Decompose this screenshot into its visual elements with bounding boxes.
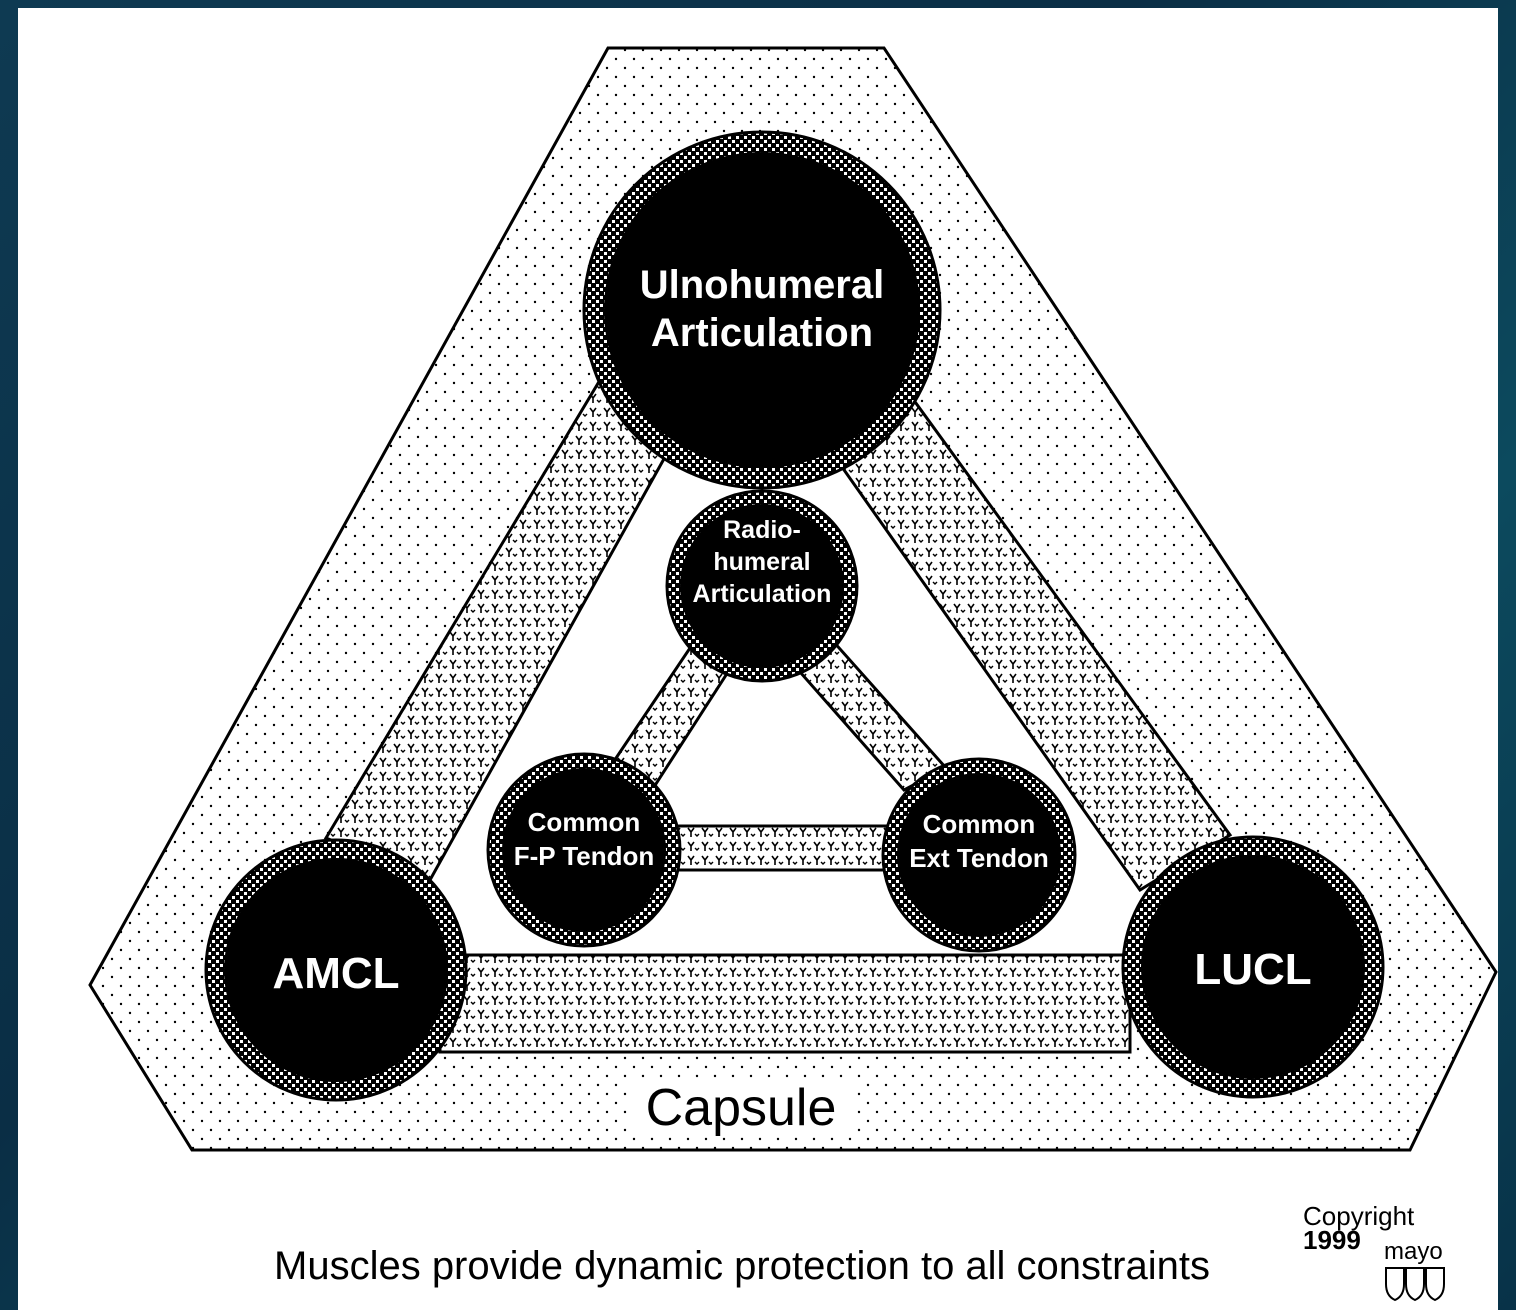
node-radiohumeral: Radio- humeral Articulation	[665, 489, 859, 683]
ulnohumeral-label-line2: Articulation	[651, 311, 873, 355]
node-lucl: LUCL	[1121, 835, 1385, 1099]
ulnohumeral-label-line1: Ulnohumeral	[640, 263, 884, 307]
common-ext-label-line2: Ext Tendon	[909, 843, 1049, 873]
node-ulnohumeral: Ulnohumeral Articulation	[582, 130, 942, 490]
radiohumeral-label-line3: Articulation	[693, 580, 832, 608]
band-fp-ext	[666, 824, 902, 872]
common-fp-label-line2: F-P Tendon	[514, 841, 655, 871]
mayo-shield-logo	[1385, 1267, 1445, 1302]
copyright-year: 1999	[1303, 1225, 1361, 1255]
amcl-label: AMCL	[272, 949, 399, 998]
copyright-block: Copyright 1999	[1303, 1201, 1415, 1255]
common-ext-label-line1: Common	[923, 809, 1036, 839]
lucl-label: LUCL	[1194, 945, 1311, 994]
common-fp-label-line1: Common	[528, 807, 641, 837]
radiohumeral-label-line1: Radio-	[723, 516, 801, 544]
mayo-brand: mayo	[1384, 1238, 1443, 1265]
caption: Muscles provide dynamic protection to al…	[274, 1244, 1210, 1288]
capsule-label-bg	[628, 1078, 854, 1136]
slide: Ulnohumeral Articulation Radio- humeral …	[18, 8, 1498, 1310]
node-common-fp-tendon: Common F-P Tendon	[486, 752, 682, 948]
capsule-label: Capsule	[646, 1079, 837, 1137]
stability-diagram: Ulnohumeral Articulation Radio- humeral …	[88, 46, 1498, 1152]
node-amcl: AMCL	[204, 838, 468, 1102]
copyright-label: Copyright	[1303, 1201, 1415, 1231]
node-common-ext-tendon: Common Ext Tendon	[881, 757, 1077, 953]
band-amcl-lucl	[438, 953, 1132, 1054]
radiohumeral-label-line2: humeral	[713, 548, 810, 576]
